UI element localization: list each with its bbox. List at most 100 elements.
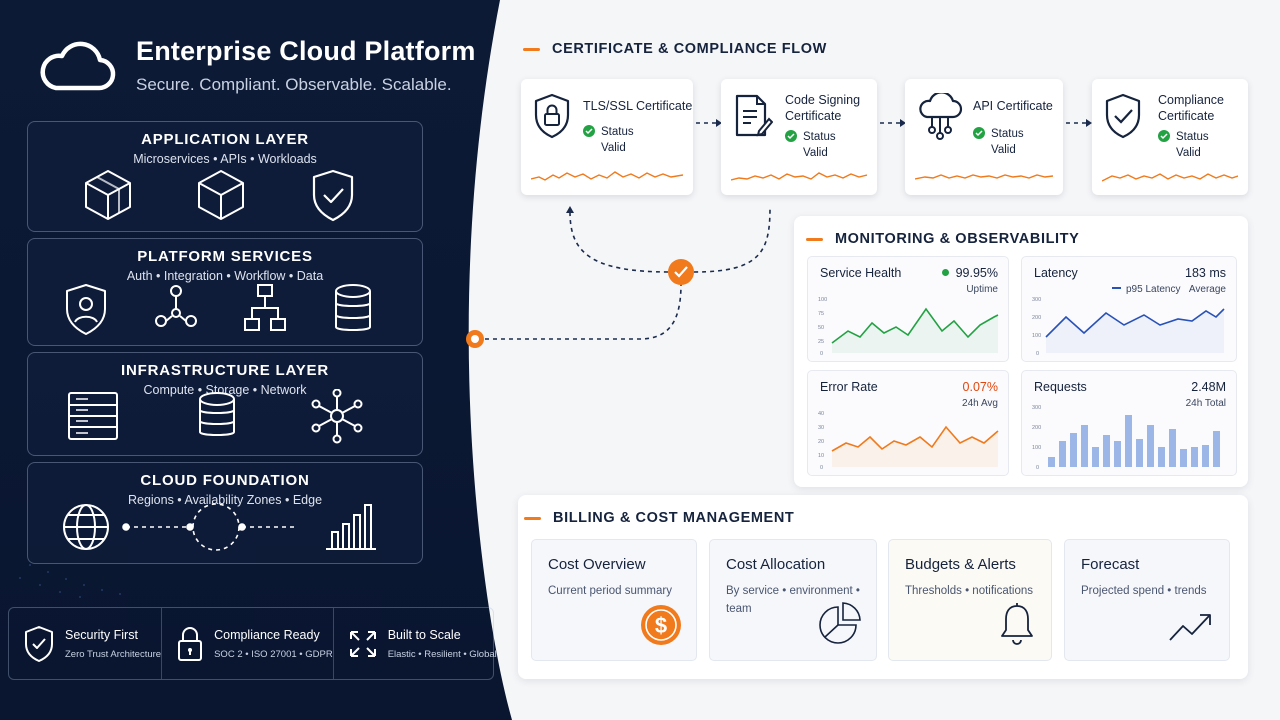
layer-subtitle: Regions • Availability Zones • Edge xyxy=(127,493,323,507)
svg-text:0: 0 xyxy=(1036,351,1039,357)
database-icon xyxy=(335,284,371,331)
billing-card-desc: Current period summary xyxy=(548,585,672,597)
chart-legend: p95 Latency xyxy=(1112,284,1181,295)
dollar-coin-icon: $ xyxy=(641,605,681,645)
metric-title: Service Health xyxy=(820,266,902,280)
layer-infrastructure[interactable]: INFRASTRUCTURE LAYER Compute • Storage •… xyxy=(27,352,423,456)
layer-platform[interactable]: PLATFORM SERVICES Auth • Integration • W… xyxy=(27,238,423,346)
svg-text:20: 20 xyxy=(818,439,824,445)
metric-value: 99.95% xyxy=(941,266,998,280)
metric-title: Latency xyxy=(1034,266,1078,280)
metric-value: 183 ms xyxy=(1185,266,1226,280)
status-sparkline xyxy=(1102,173,1238,182)
svg-text:$: $ xyxy=(655,613,667,638)
metric-subtitle: Average xyxy=(1188,284,1226,295)
storage-icon xyxy=(199,392,235,436)
billing-card-desc: Projected spend • trends xyxy=(1081,585,1207,597)
layer-subtitle: Auth • Integration • Workflow • Data xyxy=(126,269,324,283)
status-dot xyxy=(941,269,949,276)
feature-title: Security First xyxy=(65,627,138,642)
shield-check-icon xyxy=(312,169,354,222)
check-icon xyxy=(583,125,595,137)
metric-value: 2.48M xyxy=(1191,380,1226,394)
requests-bar-chart: 300 200 100 0 xyxy=(1032,405,1220,471)
bell-icon xyxy=(1001,603,1033,645)
legend-swatch xyxy=(1112,287,1121,289)
feature-subtitle: Zero Trust Architecture xyxy=(65,648,162,660)
svg-text:300: 300 xyxy=(1032,405,1041,411)
section-title: BILLING & COST MANAGEMENT xyxy=(553,510,795,526)
shield-check-icon xyxy=(1105,93,1141,139)
section-title: CERTIFICATE & COMPLIANCE FLOW xyxy=(552,41,827,57)
billing-card-cost-allocation[interactable]: Cost Allocation By service • environment… xyxy=(709,539,877,661)
layer-cloud-foundation[interactable]: CLOUD FOUNDATION Regions • Availability … xyxy=(27,462,423,564)
metric-title: Requests xyxy=(1034,380,1087,394)
billing-card-title: Cost Allocation xyxy=(726,556,826,573)
globe-icon xyxy=(63,504,109,550)
cert-name: API Certificate xyxy=(973,99,1053,113)
shield-check-icon xyxy=(25,625,53,662)
billing-card-title: Budgets & Alerts xyxy=(905,556,1016,573)
billing-card-desc: Thresholds • notifications xyxy=(905,585,1034,597)
billing-card-forecast[interactable]: Forecast Projected spend • trends xyxy=(1064,539,1230,661)
section-title: MONITORING & OBSERVABILITY xyxy=(835,231,1080,247)
cloud-icon xyxy=(38,38,116,94)
svg-text:0: 0 xyxy=(820,465,823,471)
metric-card-requests[interactable]: Requests 2.48M 24h Total 300 200 100 0 xyxy=(1021,370,1237,476)
user-shield-icon xyxy=(66,284,106,335)
svg-text:75: 75 xyxy=(818,311,824,317)
layer-application[interactable]: APPLICATION LAYER Microservices • APIs •… xyxy=(27,121,423,232)
svg-text:25: 25 xyxy=(818,339,824,345)
status-sparkline xyxy=(915,174,1053,180)
metric-subtitle: 24h Avg xyxy=(962,398,998,409)
integration-icon xyxy=(155,285,197,327)
metric-value: 0.07% xyxy=(962,380,998,394)
pie-chart-icon xyxy=(819,602,861,644)
section-heading-certificates: CERTIFICATE & COMPLIANCE FLOW xyxy=(523,41,827,57)
feature-title: Compliance Ready xyxy=(214,627,320,642)
checkpoint-icon xyxy=(668,259,694,285)
section-heading-monitoring: MONITORING & OBSERVABILITY xyxy=(806,231,1079,247)
billing-card-title: Cost Overview xyxy=(548,556,646,573)
billing-card-budgets-alerts[interactable]: Budgets & Alerts Thresholds • notificati… xyxy=(888,539,1052,661)
metric-title: Error Rate xyxy=(820,380,878,394)
network-icon xyxy=(311,389,363,444)
svg-text:0: 0 xyxy=(1036,465,1039,471)
feature-subtitle: SOC 2 • ISO 27001 • GDPR xyxy=(214,648,333,660)
feature-title: Built to Scale xyxy=(387,627,461,642)
svg-text:100: 100 xyxy=(1032,445,1041,451)
status-sparkline xyxy=(531,171,683,181)
server-rack-icon xyxy=(68,392,118,440)
lock-icon xyxy=(178,626,203,661)
check-icon xyxy=(973,127,985,139)
cube-icon xyxy=(85,170,131,220)
billing-card-title: Forecast xyxy=(1081,556,1140,573)
cert-name: TLS/SSL Certificate xyxy=(583,99,693,113)
cloud-network-icon xyxy=(919,93,963,140)
svg-text:200: 200 xyxy=(1032,425,1041,431)
svg-text:0: 0 xyxy=(820,351,823,357)
document-sign-icon xyxy=(735,94,773,137)
brand-tagline: Secure. Compliant. Observable. Scalable. xyxy=(136,75,452,94)
layer-title: APPLICATION LAYER xyxy=(141,131,309,148)
svg-text:10: 10 xyxy=(818,453,824,459)
metric-subtitle: 24h Total xyxy=(1185,398,1226,409)
billing-card-cost-overview[interactable]: Cost Overview Current period summary $ xyxy=(531,539,697,661)
lock-shield-icon xyxy=(534,93,570,139)
